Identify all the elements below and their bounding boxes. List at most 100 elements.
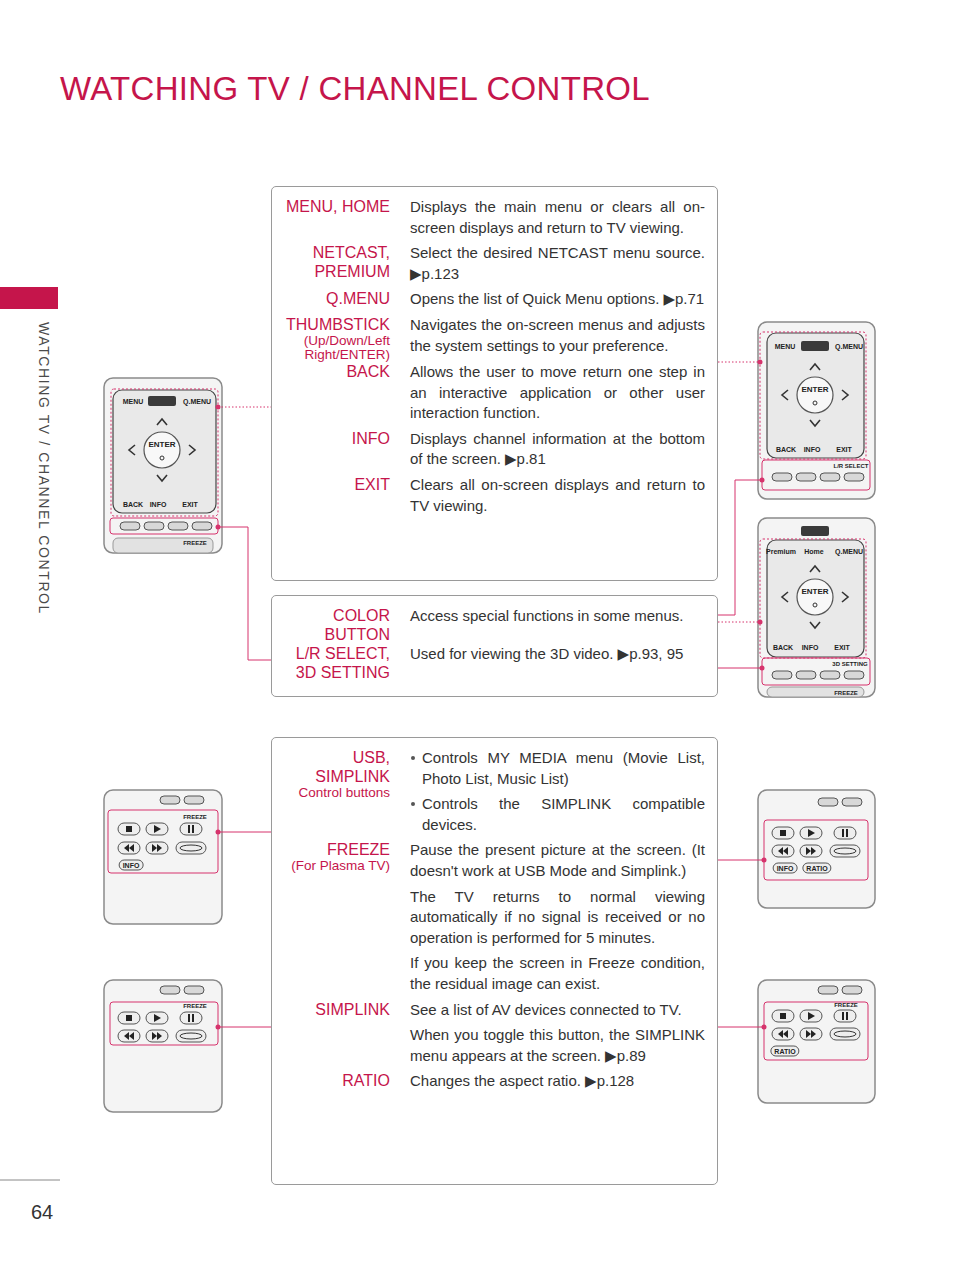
button-label: MENU bbox=[775, 343, 796, 350]
color-button bbox=[796, 473, 816, 481]
description-cell: Allows the user to move return one step … bbox=[410, 362, 705, 424]
description-cell: See a list of AV devices connected to TV… bbox=[410, 1000, 705, 1067]
highlight-frame bbox=[764, 820, 868, 880]
term-cell: NETCAST, PREMIUM bbox=[280, 243, 390, 289]
description-text: Changes the aspect ratio. ▶p.128 bbox=[410, 1071, 705, 1092]
page-title: WATCHING TV / CHANNEL CONTROL bbox=[60, 70, 650, 108]
button-name: (For Plasma TV) bbox=[280, 859, 390, 873]
description-item: Displays the main menu or clears all on-… bbox=[410, 197, 705, 238]
forward-icon bbox=[811, 847, 816, 855]
button-label: Home bbox=[804, 548, 823, 555]
media-button bbox=[772, 845, 794, 857]
description-text: Used for viewing the 3D video. ▶p.93, 95 bbox=[410, 644, 705, 665]
leader-dot bbox=[216, 405, 221, 410]
media-button bbox=[146, 823, 168, 835]
forward-icon bbox=[152, 1032, 157, 1040]
button-label: FREEZE bbox=[834, 690, 858, 696]
button-name: COLOR BUTTON bbox=[280, 606, 390, 644]
description-item: The TV returns to normal viewing automat… bbox=[410, 887, 705, 949]
description-item: Navigates the on-screen menus and adjust… bbox=[410, 315, 705, 356]
description-text: See a list of AV devices connected to TV… bbox=[410, 1000, 705, 1021]
leader-dot bbox=[760, 478, 765, 483]
arrow-key bbox=[810, 364, 820, 370]
media-button bbox=[800, 845, 822, 857]
color-button bbox=[818, 798, 838, 806]
button-name: THUMBSTICK bbox=[280, 315, 390, 334]
button-panel bbox=[767, 333, 864, 458]
arrow-key bbox=[810, 420, 820, 426]
leader-dot bbox=[216, 525, 221, 530]
description-cell: Access special functions in some menus. bbox=[410, 606, 705, 639]
description-item: Changes the aspect ratio. ▶p.128 bbox=[410, 1071, 705, 1092]
description-item: Pause the present picture at the screen.… bbox=[410, 840, 705, 881]
color-button bbox=[184, 986, 204, 994]
section-tab-label: WATCHING TV / CHANNEL CONTROL bbox=[36, 322, 52, 615]
button-label: FREEZE bbox=[183, 1003, 207, 1009]
button-name: EXIT bbox=[280, 475, 390, 494]
color-button bbox=[796, 671, 816, 679]
button-label: RATIO bbox=[802, 863, 831, 874]
arrow-key bbox=[842, 592, 848, 602]
description-box: USB, SIMPLINKControl buttonsControls MY … bbox=[271, 737, 718, 1185]
media-button bbox=[772, 1010, 794, 1022]
description-cell: Changes the aspect ratio. ▶p.128 bbox=[410, 1071, 705, 1092]
color-button bbox=[772, 671, 792, 679]
remote-control bbox=[758, 980, 875, 1103]
play-icon bbox=[808, 829, 815, 837]
button-label: INFO bbox=[804, 446, 821, 453]
highlight-frame bbox=[110, 1002, 218, 1045]
color-button bbox=[144, 522, 164, 530]
button-name: L/R SELECT, 3D SETTING bbox=[280, 644, 390, 682]
color-button bbox=[844, 473, 864, 481]
description-item: See a list of AV devices connected to TV… bbox=[410, 1000, 705, 1021]
description-text: Navigates the on-screen menus and adjust… bbox=[410, 315, 705, 356]
term-cell: SIMPLINK bbox=[280, 1000, 390, 1072]
description-text: Displays channel information at the bott… bbox=[410, 429, 705, 470]
description-item: Opens the list of Quick Menu options. ▶p… bbox=[410, 289, 705, 310]
leader-dot bbox=[216, 1025, 221, 1030]
remote-body bbox=[104, 980, 222, 1112]
button-panel bbox=[767, 540, 864, 657]
section-tab bbox=[0, 287, 58, 309]
media-button bbox=[830, 1028, 860, 1040]
play-icon bbox=[808, 1012, 815, 1020]
button-label: EXIT bbox=[182, 501, 198, 508]
leader-line bbox=[218, 527, 271, 660]
highlight-frame bbox=[762, 658, 870, 685]
description-cell: Navigates the on-screen menus and adjust… bbox=[410, 315, 705, 357]
leader-dot bbox=[760, 666, 765, 671]
term-cell: INFO bbox=[280, 429, 390, 475]
description-text: Pause the present picture at the screen.… bbox=[410, 840, 705, 881]
button-label: L/R SELECT bbox=[833, 463, 868, 469]
color-button bbox=[820, 473, 840, 481]
media-button bbox=[830, 845, 860, 857]
color-button bbox=[184, 796, 204, 804]
rewind-icon bbox=[778, 1030, 783, 1038]
button-name: SIMPLINK bbox=[280, 1000, 390, 1019]
description-item: Controls the SIMPLINK compatible devices… bbox=[410, 794, 705, 835]
button-label: INFO bbox=[119, 860, 144, 871]
button-label: INFO bbox=[773, 863, 798, 874]
media-button bbox=[176, 842, 206, 854]
button-label: INFO bbox=[802, 644, 819, 651]
button-label: ENTER bbox=[801, 588, 828, 596]
button-label: EXIT bbox=[836, 446, 852, 453]
button-name: USB, SIMPLINK bbox=[280, 748, 390, 786]
description-text: Controls the SIMPLINK compatible devices… bbox=[422, 794, 705, 835]
button-name: RATIO bbox=[280, 1071, 390, 1090]
button-label: ENTER bbox=[801, 386, 828, 394]
highlight-frame bbox=[111, 389, 218, 516]
media-button bbox=[772, 827, 794, 839]
arrow-key bbox=[129, 445, 135, 455]
term-cell: Q.MENU bbox=[280, 289, 390, 315]
description-box: COLOR BUTTON Access special functions in … bbox=[271, 595, 718, 697]
play-icon bbox=[154, 825, 161, 833]
button-name: NETCAST, PREMIUM bbox=[280, 243, 390, 281]
button-row bbox=[767, 687, 864, 697]
media-button bbox=[800, 1028, 822, 1040]
leader-line bbox=[718, 1027, 764, 1028]
bullet bbox=[411, 802, 415, 806]
button-name: Q.MENU bbox=[280, 289, 390, 308]
button-panel bbox=[113, 390, 216, 513]
enter-button bbox=[144, 432, 180, 468]
